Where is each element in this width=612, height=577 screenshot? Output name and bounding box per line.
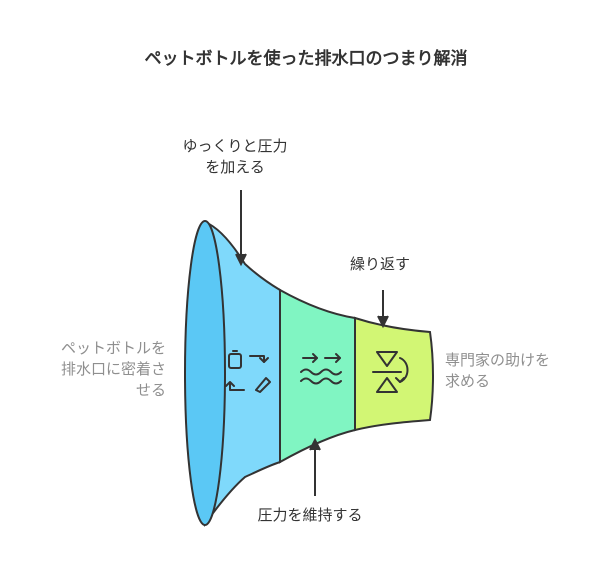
bottle-refresh-icon — [225, 350, 271, 393]
arrowhead-repeat — [377, 315, 389, 329]
funnel-mouth — [184, 220, 226, 526]
funnel — [184, 220, 434, 528]
arrows — [235, 190, 389, 496]
arrowhead-pressure-top — [235, 253, 247, 267]
label-maintain-pressure: 圧力を維持する — [257, 506, 363, 524]
label-seal-bottle: ペットボトルを 排水口に密着さ せる — [60, 339, 166, 399]
label-slow-pressure: ゆっくりと圧力 を加える — [182, 137, 288, 176]
arrowhead-maintain — [309, 437, 321, 451]
label-repeat: 繰り返す — [349, 255, 410, 273]
funnel-segment-3 — [354, 316, 434, 432]
label-seek-professional: 専門家の助けを 求める — [445, 351, 551, 390]
diagram-title: ペットボトルを使った排水口のつまり解消 — [144, 49, 468, 69]
hourglass-cycle-icon — [372, 351, 409, 393]
waves-arrows-icon — [300, 353, 342, 385]
funnel-segment-2 — [279, 288, 356, 464]
